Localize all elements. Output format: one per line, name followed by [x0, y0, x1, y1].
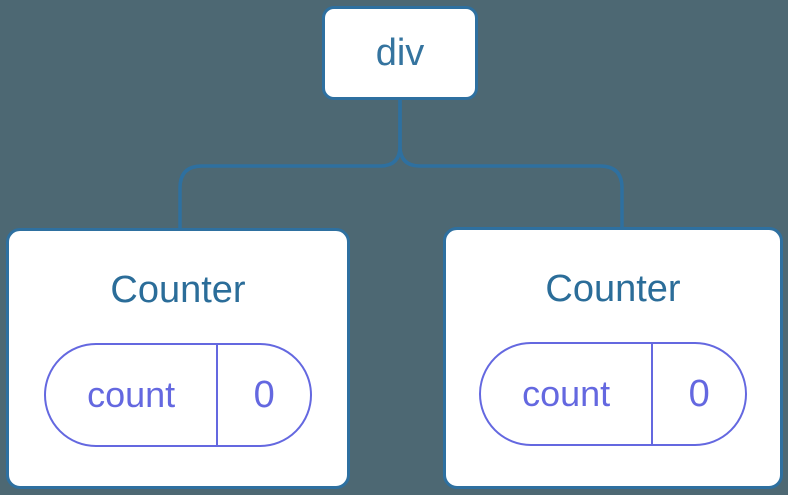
connector-right-branch [398, 99, 624, 229]
root-node-label: div [375, 31, 425, 74]
tree-node-counter-1: Counter count 0 [6, 228, 350, 489]
tree-node-root: div [322, 6, 478, 100]
connector-left-branch [178, 99, 402, 229]
state-value: 0 [651, 344, 745, 444]
component-label: Counter [545, 268, 681, 310]
state-value: 0 [216, 345, 310, 445]
state-key-label: count [87, 374, 176, 415]
state-pill: count 0 [44, 343, 312, 447]
tree-node-counter-2: Counter count 0 [443, 227, 783, 489]
state-key-label: count [522, 373, 611, 414]
state-pill: count 0 [479, 342, 747, 446]
component-label: Counter [110, 269, 246, 311]
